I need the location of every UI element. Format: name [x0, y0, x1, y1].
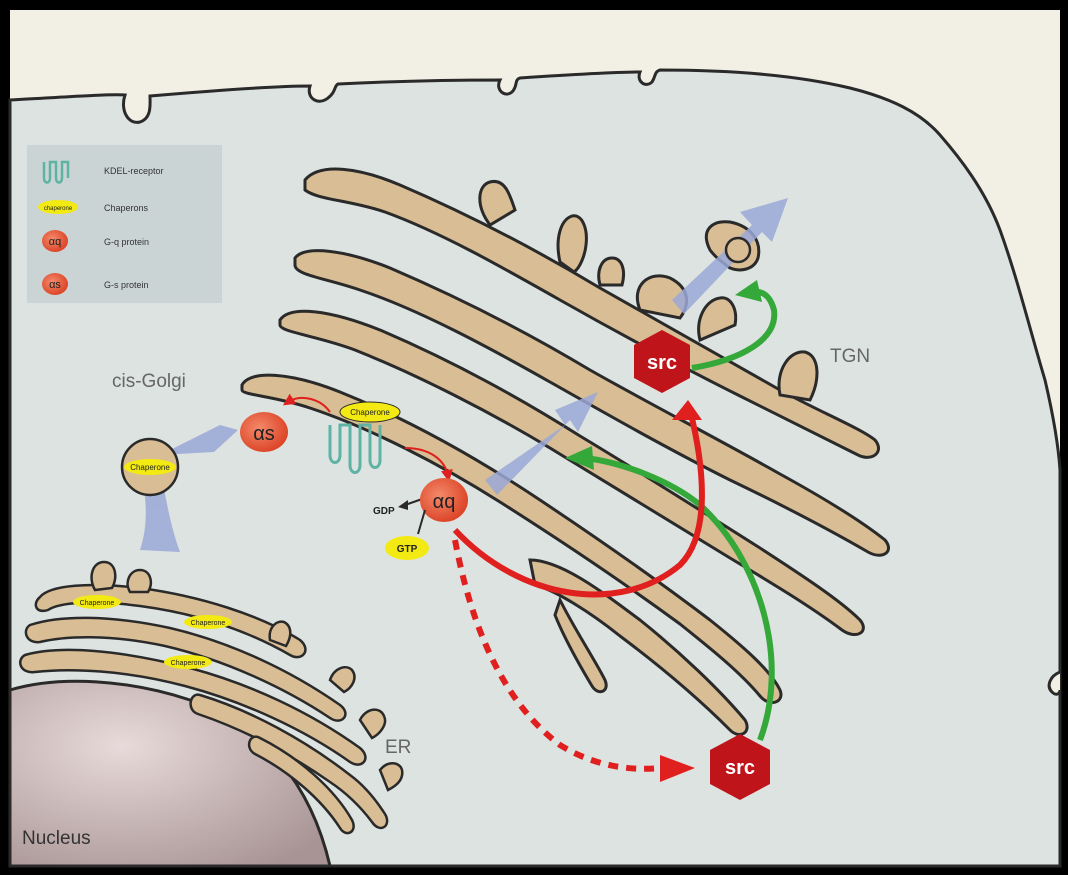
alpha-q-label: αq [433, 491, 456, 513]
legend-gs-label: G-s protein [104, 280, 149, 290]
golgi-chaperone-label: Chaperone [350, 408, 390, 417]
legend-kdel-label: KDEL-receptor [104, 166, 164, 176]
er-chaperone-1-label: Chaperone [80, 600, 115, 607]
legend: KDEL-receptor chaperone Chaperons αq G-q… [27, 145, 222, 303]
cis-golgi-label: cis-Golgi [112, 371, 186, 392]
legend-gq-icon-text: αq [49, 236, 61, 248]
er-chaperone-2-label: Chaperone [191, 620, 226, 627]
er-label: ER [385, 737, 411, 758]
legend-chaperone-icon-text: chaperone [44, 206, 73, 212]
gdp-label: GDP [373, 506, 395, 517]
nucleus-label: Nucleus [22, 828, 91, 849]
alpha-s-label: αs [253, 423, 275, 445]
er-chaperone-3-label: Chaperone [171, 660, 206, 667]
src-top-label: src [647, 352, 677, 374]
legend-chaperone-label: Chaperons [104, 203, 149, 213]
legend-gs-icon-text: αs [49, 279, 61, 291]
src-bottom-label: src [725, 757, 755, 779]
gtp-label: GTP [397, 544, 418, 555]
vesicle-chaperone-label: Chaperone [130, 463, 170, 472]
tgn-vesicle [726, 238, 750, 262]
tgn-label: TGN [830, 346, 870, 367]
legend-gq-label: G-q protein [104, 237, 149, 247]
